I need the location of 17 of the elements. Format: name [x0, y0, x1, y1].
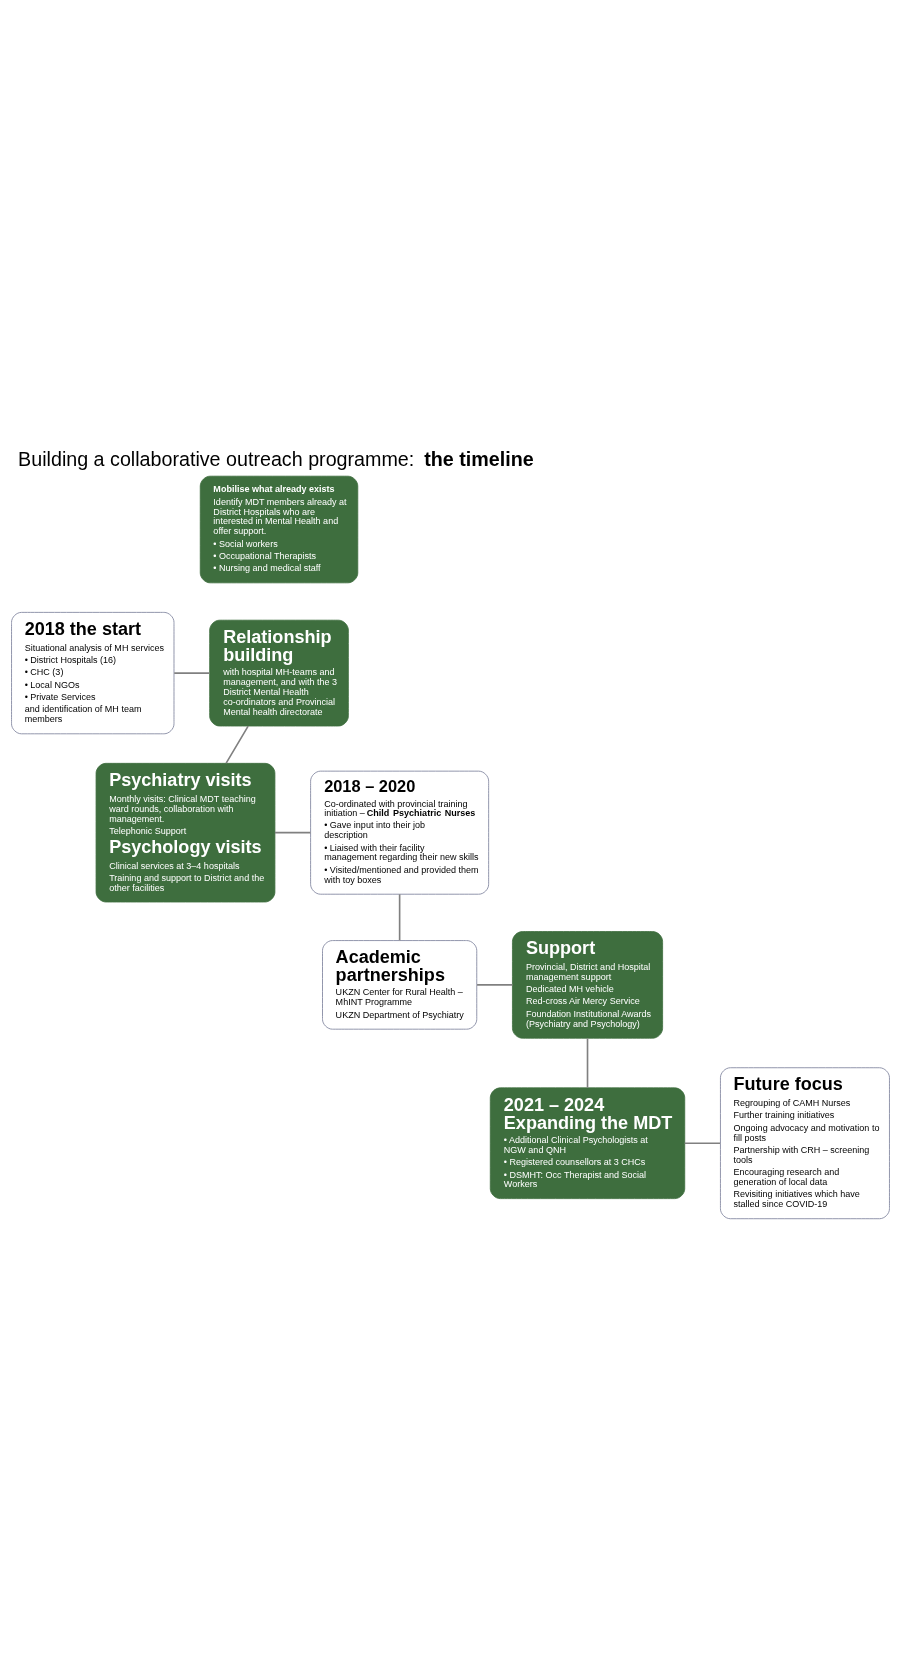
- connector: [173, 672, 211, 674]
- connector: [476, 984, 514, 986]
- node-box: Relationship building with hospital MH-teams and management, and with the 3 District Mental Health co-ordinators and Provincial Mental health directorate: [209, 619, 349, 727]
- diagram-title: Building a collaborative outreach programme: the timeline: [18, 448, 534, 471]
- node-box: 2018 – 2020 Co-ordinated with provincial training initiation – Child Psychiatric Nurses • Gave input into their job description • Liaised with their facility management regarding their new skills • Visited/mentioned and provided them with toy boxes: [310, 770, 490, 895]
- node-box: Support Provincial, District and Hospital management support Dedicated MH vehicle Red-cross Air Mercy Service Foundation Institutional Awards (Psychiatry and Psychology): [512, 931, 663, 1039]
- connector: [586, 1037, 589, 1089]
- connector: [398, 893, 401, 942]
- node-box: Psychiatry visits Monthly visits: Clinical MDT teaching ward rounds, collaboration with management. Telephonic Support Psychology visits Clinical services at 3–4 hospitals Training and support to District and the other facilities: [95, 762, 276, 903]
- node-box: Future focus Regrouping of CAMH Nurses Further training initiatives Ongoing advocacy and motivation to fill posts Partnership with CRH – screening tools Encouraging research and generation of local data Revisiting initiatives which have stalled since COVID-19: [720, 1067, 890, 1220]
- connector: [225, 725, 249, 764]
- node-box: 2021 – 2024 Expanding the MDT • Additional Clinical Psychologists at NGW and QNH • Registered counsellors at 3 CHCs • DSMHT: Occ Therapist and Social Workers: [489, 1087, 686, 1200]
- node-box: Mobilise what already exists Identify MDT members already at District Hospitals who are interested in Mental Health and offer support. • Social workers • Occupational Therapists • Nursing and medical staff: [199, 475, 359, 584]
- connector: [274, 831, 312, 834]
- node-box: Academic partnerships UKZN Center for Rural Health – MhINT Programme UKZN Department of Psychiatry: [322, 940, 478, 1030]
- node-box: 2018 the start Situational analysis of MH services • District Hospitals (16) • CHC (3) • Local NGOs • Private Services and identification of MH team members: [11, 611, 175, 735]
- connector: [683, 1142, 722, 1145]
